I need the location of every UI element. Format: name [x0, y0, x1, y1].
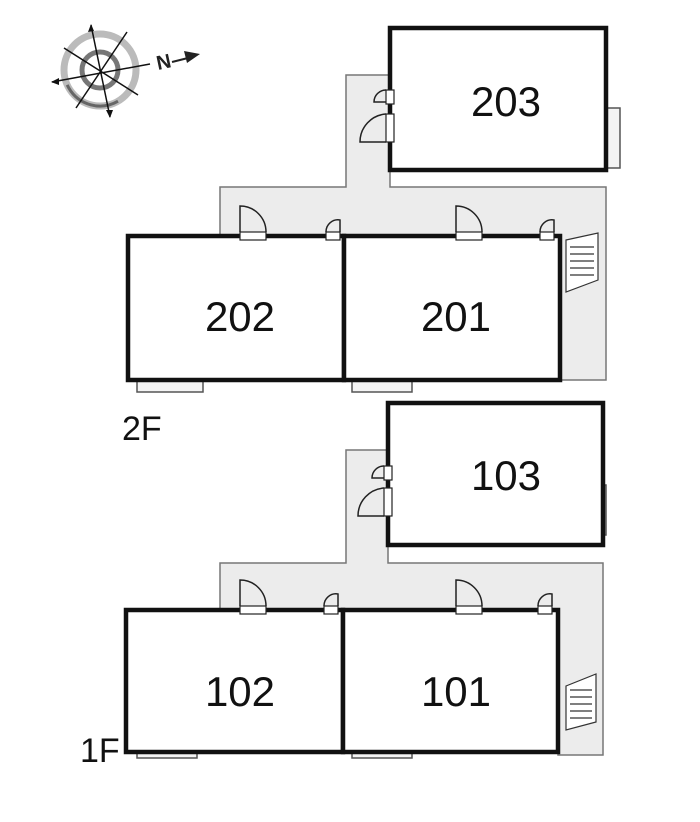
floor-1f: 103 102 101 1F: [80, 400, 607, 770]
compass-north-label: N: [154, 50, 173, 75]
room-202[interactable]: [125, 233, 347, 383]
room-label-102: 102: [205, 668, 275, 715]
stairs-1f: [565, 673, 597, 731]
floor-label-2f: 2F: [122, 410, 162, 448]
doors-1f: [239, 465, 553, 615]
room-201[interactable]: [341, 233, 563, 383]
room-label-203: 203: [471, 78, 541, 125]
compass-icon: N: [51, 24, 200, 118]
floor-2f: 203 202 201 2F: [122, 25, 621, 448]
room-101[interactable]: [340, 607, 561, 755]
room-102[interactable]: [123, 607, 346, 755]
doors-2f: [239, 89, 555, 241]
room-label-202: 202: [205, 293, 275, 340]
room-label-201: 201: [421, 293, 491, 340]
room-103[interactable]: [385, 400, 606, 548]
room-label-101: 101: [421, 668, 491, 715]
stairs-2f: [565, 232, 599, 293]
room-label-103: 103: [471, 452, 541, 499]
room-203[interactable]: [387, 25, 609, 173]
floor-label-1f: 1F: [80, 732, 120, 770]
